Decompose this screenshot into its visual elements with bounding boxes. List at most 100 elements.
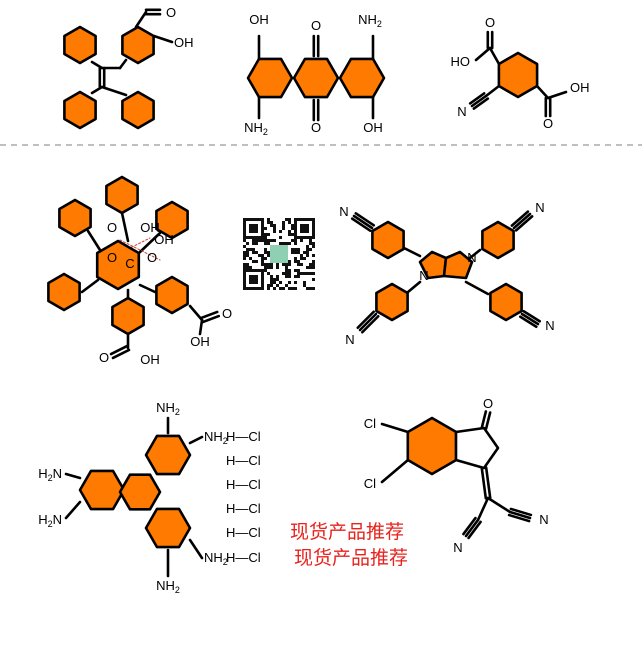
m6-hcl-1: H—Cl xyxy=(226,429,261,444)
m1-phenyl-bottom-left xyxy=(63,90,97,130)
m3-o-left: O xyxy=(485,15,495,30)
m2-ring-center xyxy=(292,57,340,99)
m4-core-ring xyxy=(95,239,141,291)
m3-bond xyxy=(474,46,492,62)
m1-aldehyde-o: O xyxy=(166,5,176,20)
m4-bond xyxy=(138,283,157,294)
m6-hcl-6: H—Cl xyxy=(226,550,261,565)
m3-bond xyxy=(484,84,501,98)
m5-nitrile-4 xyxy=(522,309,541,323)
m3-nitrile-n: N xyxy=(457,104,466,119)
m4-o4: O xyxy=(222,306,232,321)
m6-nh2-2: NH2 xyxy=(204,429,228,446)
m4-dashed xyxy=(119,239,161,261)
m1-phenyl-bottom-right xyxy=(121,90,155,130)
m4-benzoic-right xyxy=(155,275,189,315)
m6-bond xyxy=(188,538,204,560)
m6-ring-left xyxy=(78,469,126,511)
m4-o3: O xyxy=(107,250,117,265)
m6-nh2-1: NH2 xyxy=(156,400,180,417)
m7-benzene xyxy=(406,416,458,476)
m7-carbonyl xyxy=(480,410,488,429)
m7-ketone-o: O xyxy=(483,396,493,411)
m1-bond xyxy=(152,34,174,44)
m5-nitrile-1 xyxy=(352,214,374,230)
m7-alkene xyxy=(484,466,492,500)
m6-h2n-3: H2N xyxy=(38,466,62,483)
m5-cn-n3: N xyxy=(345,332,354,347)
m1-bond xyxy=(118,58,128,70)
m3-oh-right: OH xyxy=(570,80,590,95)
m5-nitrile-2 xyxy=(512,212,532,230)
m3-o-right: O xyxy=(543,116,553,131)
m7-bond xyxy=(486,496,512,514)
m5-nitrile-4 xyxy=(520,312,540,326)
m3-bond xyxy=(546,90,568,100)
m5-cn-n1: N xyxy=(339,204,348,219)
m2-nh2-bottom: NH2 xyxy=(244,120,268,137)
m5-nitrile-3 xyxy=(360,314,380,334)
m4-phenyl-top-left xyxy=(58,198,92,238)
m7-bond xyxy=(380,458,410,484)
m5-bond xyxy=(402,246,422,258)
m4-o2: O xyxy=(147,250,157,265)
m4-bond xyxy=(198,318,204,336)
m3-nitrile xyxy=(468,92,486,105)
qr-code-icon[interactable] xyxy=(241,216,317,292)
m6-ring-center xyxy=(118,473,162,511)
m6-h2n-4: H2N xyxy=(38,512,62,529)
m6-hcl-4: H—Cl xyxy=(226,501,261,516)
m6-hcl-2: H—Cl xyxy=(226,453,261,468)
promo-text-1[interactable]: 现货产品推荐 xyxy=(290,521,404,543)
m5-phenyl-bottom-right xyxy=(489,282,523,322)
m6-hcl-5: H—Cl xyxy=(226,525,261,540)
m6-ring-top xyxy=(144,434,192,476)
m4-bond xyxy=(120,211,130,243)
m6-bond xyxy=(64,500,82,520)
m4-acid-right xyxy=(199,310,219,320)
m3-benzene xyxy=(497,51,539,99)
m5-cn-n4: N xyxy=(545,318,554,333)
m2-o-top: O xyxy=(311,18,321,33)
m4-bond xyxy=(80,278,100,294)
m2-oh-top: OH xyxy=(249,12,269,27)
m7-cl-2: Cl xyxy=(364,476,376,491)
m4-acid-right xyxy=(201,314,221,324)
m4-acid-bottom xyxy=(109,344,129,356)
m4-oh4: OH xyxy=(140,352,160,367)
m4-oh3: OH xyxy=(190,334,210,349)
m4-phenyl-top xyxy=(105,175,139,215)
m6-bond xyxy=(188,435,204,445)
m7-carbonyl xyxy=(484,411,492,430)
promo-text-2[interactable]: 现货产品推荐 xyxy=(294,547,408,569)
m5-phenyl-top-right xyxy=(481,220,515,260)
m5-n-left: N xyxy=(419,268,428,283)
m6-ring-bottom xyxy=(144,507,192,549)
m7-cyclopentane xyxy=(454,426,500,470)
m4-benzoic-bottom xyxy=(111,296,145,336)
m7-cn-n2: N xyxy=(453,540,462,555)
m5-nitrile-1 xyxy=(350,217,372,232)
m4-acid-bottom xyxy=(111,348,131,360)
m4-oh2: OH xyxy=(154,232,174,247)
m7-nitrile-2 xyxy=(464,518,480,538)
m4-o1: O xyxy=(107,220,117,235)
m1-bond xyxy=(134,10,148,29)
m4-o4-bottom: O xyxy=(99,350,109,365)
m7-alkene xyxy=(480,466,488,500)
m3-nitrile xyxy=(472,97,490,110)
m5-nitrile-1 xyxy=(354,212,376,227)
m2-ring-left xyxy=(246,57,294,99)
m7-nitrile-1 xyxy=(509,507,533,517)
m1-hydroxyl: OH xyxy=(174,35,194,50)
m5-nitrile-3 xyxy=(358,312,378,332)
m4-oh1: OH xyxy=(140,220,160,235)
m5-phenyl-top-left xyxy=(371,220,405,260)
m3-bond xyxy=(535,84,550,100)
m7-nitrile-1 xyxy=(508,510,532,520)
m5-bond xyxy=(406,280,422,294)
m5-n-right: N xyxy=(467,250,476,265)
m6-bond xyxy=(64,472,82,480)
m5-nitrile-2 xyxy=(510,210,530,227)
